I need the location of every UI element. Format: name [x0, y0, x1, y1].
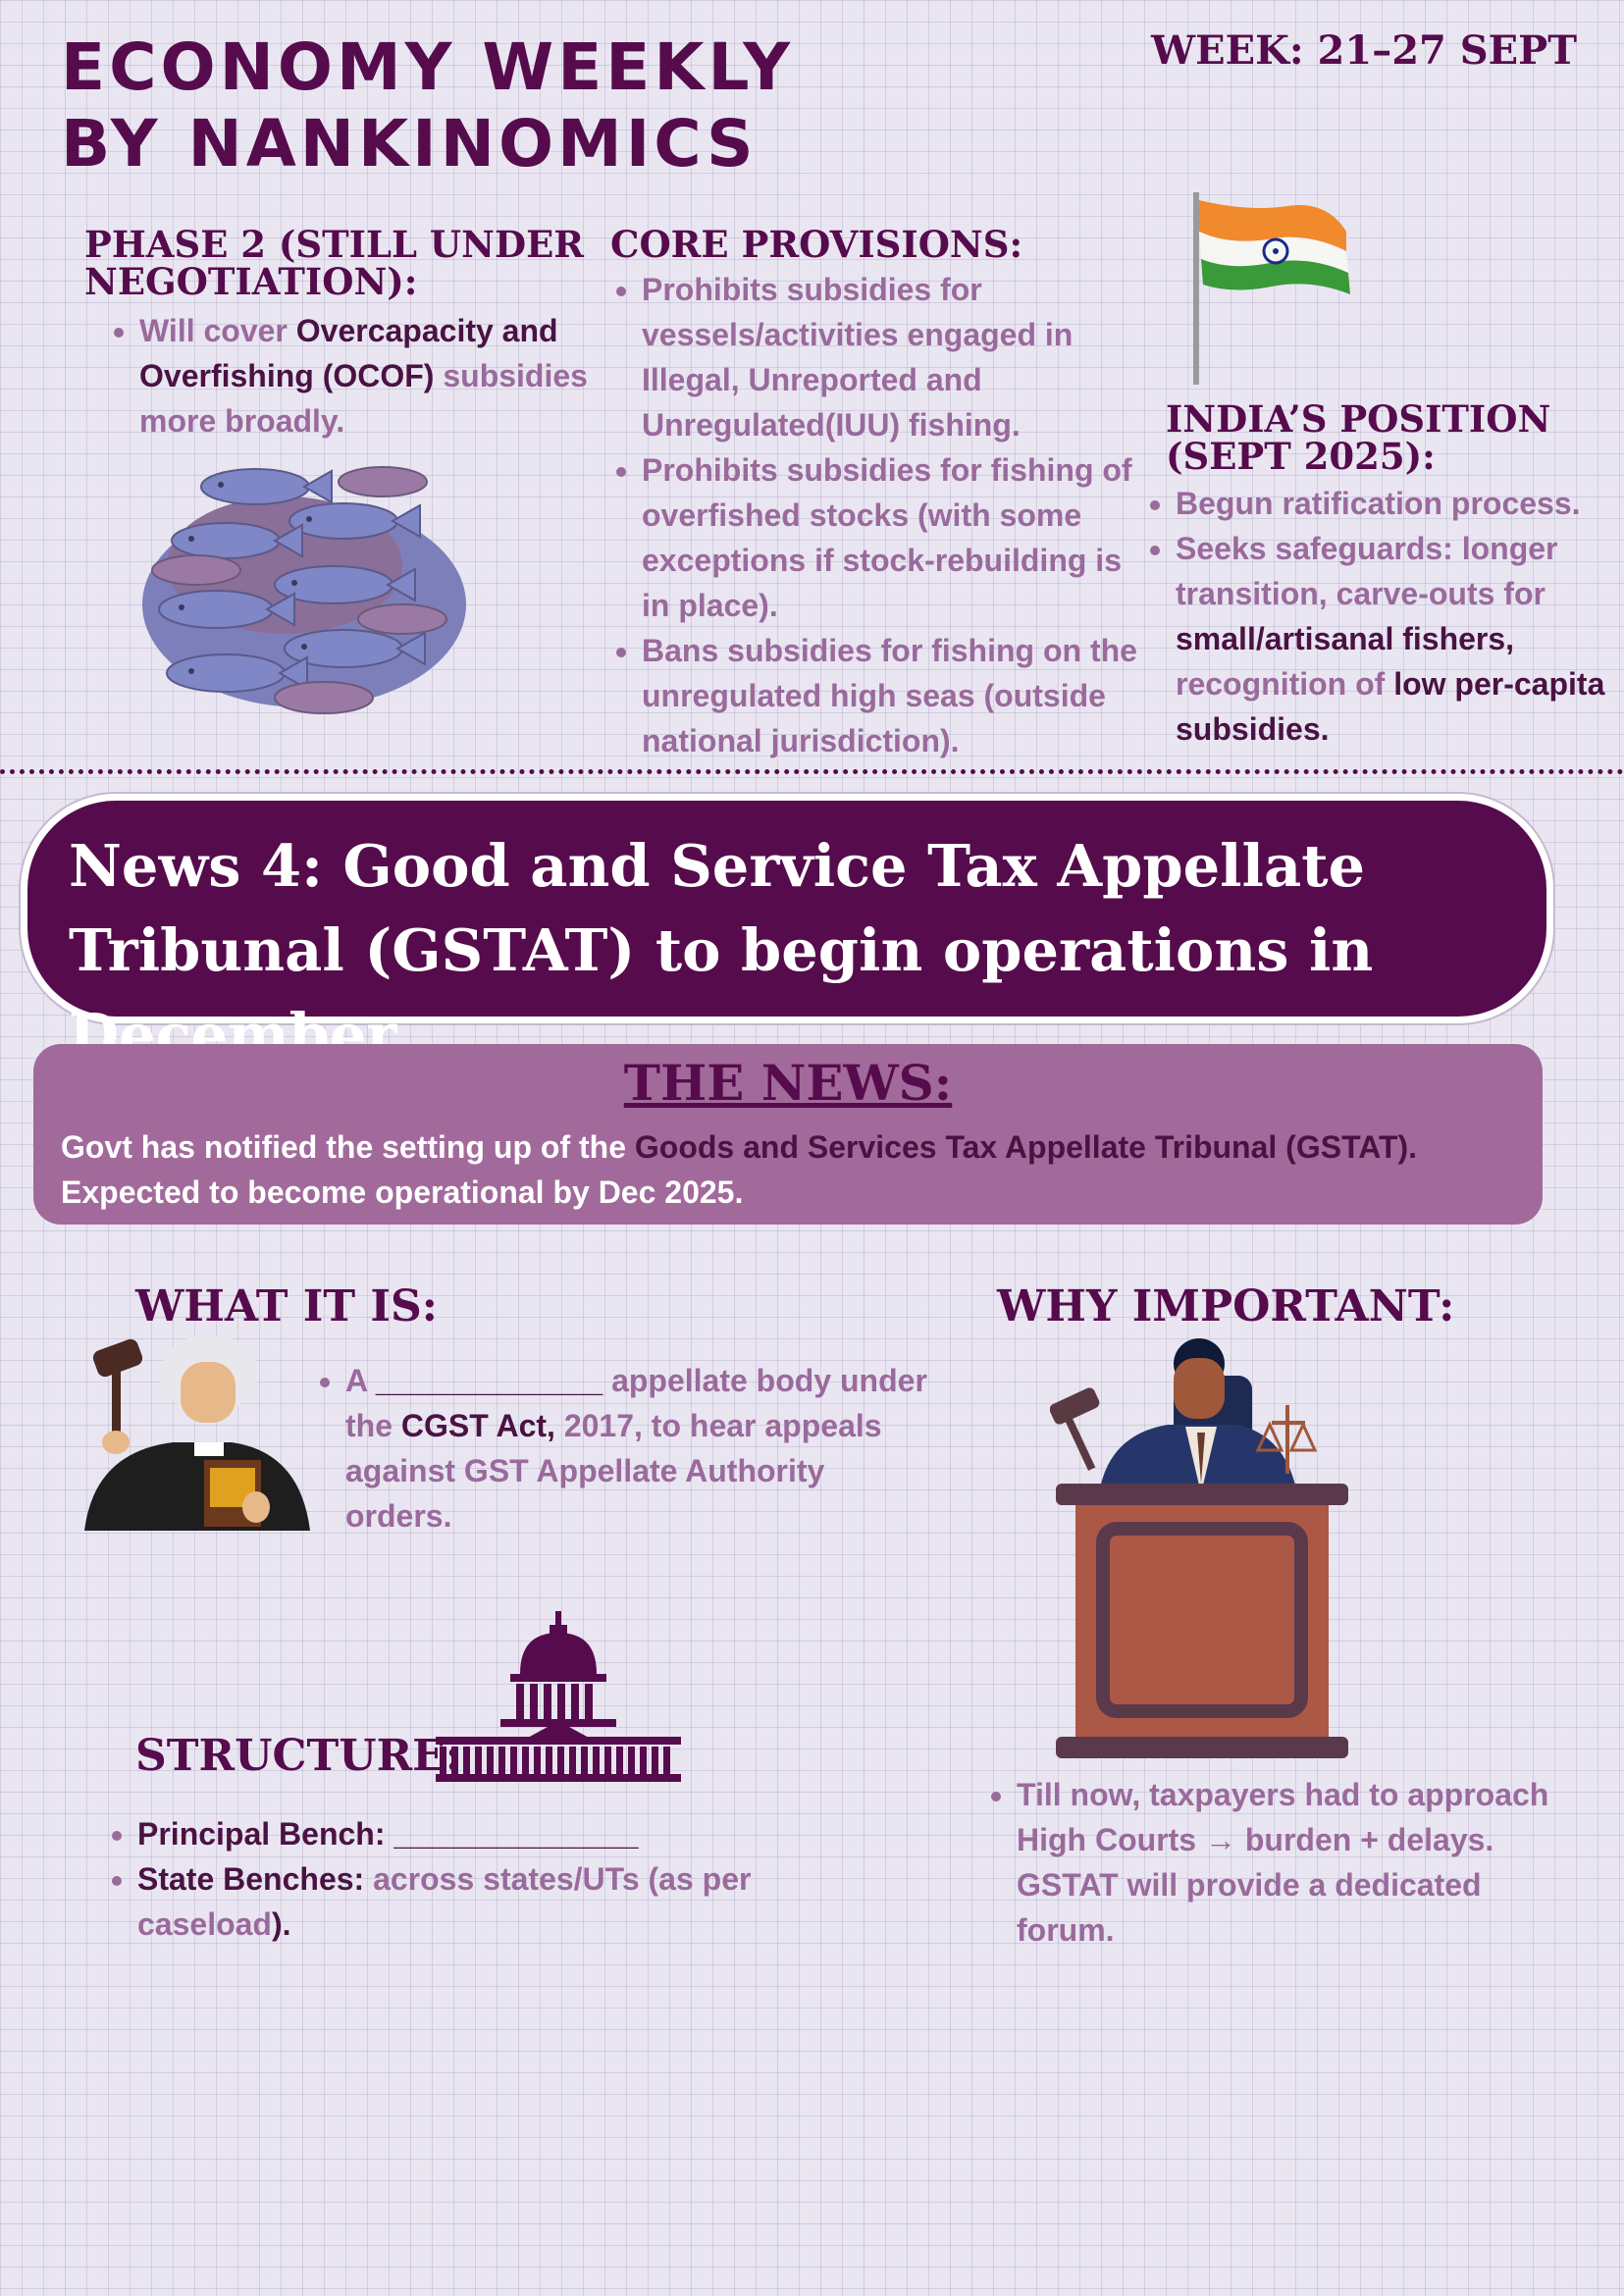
why-important-bullet: Till now, taxpayers had to approach High…: [1017, 1772, 1566, 1953]
section-divider: [0, 769, 1624, 774]
news-text-prefix: Govt has notified the setting up of the: [61, 1129, 635, 1165]
why-important-list: Till now, taxpayers had to approach High…: [973, 1772, 1566, 1953]
structure-principal-blank: ______________: [393, 1816, 639, 1852]
what-it-is-suffix: 2017, to hear appeals against GST Appell…: [345, 1408, 882, 1534]
what-it-is-blank: _____________: [375, 1363, 603, 1398]
phase2-bullet-highlight: Overcapacity and Overfishing (OCOF): [139, 313, 558, 393]
structure-principal-label: Principal Bench:: [137, 1816, 394, 1852]
india-title-line-1: INDIA’S POSITION: [1166, 397, 1551, 441]
phase2-bullet-suffix: subsidies more broadly.: [139, 358, 588, 439]
india-title-line-2: (SEPT 2025):: [1166, 435, 1436, 478]
india-bullet-2-prefix: Seeks safeguards: longer transition, car…: [1176, 531, 1558, 611]
why-important-title: WHY IMPORTANT:: [997, 1281, 1455, 1331]
judge-podium-icon: [1050, 1336, 1354, 1760]
structure-state-label: State Benches:: [137, 1861, 365, 1897]
fish-pile-icon: [137, 447, 471, 722]
phase2-title: PHASE 2 (STILL UNDER NEGOTIATION):: [84, 226, 584, 300]
what-it-is-after-blank: appellate body under the: [345, 1363, 927, 1443]
news-text-line-2: Expected to become operational by Dec 20…: [61, 1174, 744, 1210]
phase2-bullet: Will cover Overcapacity and Overfishing …: [139, 308, 650, 444]
phase2-title-line-2: NEGOTIATION):: [84, 260, 418, 303]
india-bullet-2-mid: recognition of: [1176, 666, 1394, 702]
brand-line-1: ECONOMY WEEKLY: [61, 29, 795, 105]
core-bullet-3: Bans subsidies for fishing on the unregu…: [642, 628, 1152, 763]
india-title: INDIA’S POSITION (SEPT 2025):: [1166, 400, 1550, 475]
india-flag-icon: [1189, 192, 1361, 389]
structure-bullet-state: State Benches: across states/UTs (as per…: [137, 1856, 883, 1947]
news-title: News 4: Good and Service Tax Appellate T…: [69, 832, 1374, 1069]
parliament-icon: [436, 1611, 681, 1784]
news-banner: [27, 801, 1546, 1017]
structure-list: Principal Bench: ______________ State Be…: [94, 1811, 883, 1947]
phase2-bullet-prefix: Will cover: [139, 313, 296, 348]
core-title: CORE PROVISIONS:: [610, 223, 1023, 266]
news-text: Govt has notified the setting up of the …: [61, 1124, 1523, 1215]
india-bullet-2-highlight-2: low per-capita subsidies.: [1176, 666, 1605, 747]
what-it-is-list: A _____________ appellate body under the…: [302, 1358, 934, 1539]
structure-title: STRUCTURE:: [135, 1731, 461, 1781]
news-heading: THE NEWS:: [623, 1054, 953, 1112]
structure-state-text: across states/UTs (as per caseload: [137, 1861, 752, 1942]
structure-state-end: ).: [271, 1906, 291, 1942]
core-bullet-2: Prohibits subsidies for fishing of overf…: [642, 447, 1152, 628]
brand-line-2: BY NANKINOMICS: [61, 106, 758, 182]
news-text-highlight: Goods and Services Tax Appellate Tribuna…: [634, 1129, 1418, 1165]
india-bullet-1: Begun ratification process.: [1176, 481, 1624, 526]
what-it-is-title: WHAT IT IS:: [135, 1281, 439, 1331]
what-it-is-highlight: CGST Act,: [400, 1408, 555, 1443]
core-list: Prohibits subsidies for vessels/activiti…: [599, 267, 1152, 763]
india-list: Begun ratification process. Seeks safegu…: [1132, 481, 1624, 752]
phase2-list: Will cover Overcapacity and Overfishing …: [96, 308, 650, 444]
core-bullet-1: Prohibits subsidies for vessels/activiti…: [642, 267, 1152, 447]
phase2-title-line-1: PHASE 2 (STILL UNDER: [84, 223, 585, 266]
what-it-is-prefix: A: [345, 1363, 376, 1398]
week-label: WEEK: 21–27 SEPT: [1151, 27, 1577, 74]
what-it-is-bullet: A _____________ appellate body under the…: [345, 1358, 934, 1539]
india-bullet-2: Seeks safeguards: longer transition, car…: [1176, 526, 1624, 752]
india-bullet-2-highlight-1: small/artisanal fishers,: [1176, 621, 1515, 656]
brand-title: ECONOMY WEEKLY BY NANKINOMICS: [61, 29, 794, 183]
judge-icon: [84, 1334, 315, 1536]
structure-bullet-principal: Principal Bench: ______________: [137, 1811, 883, 1856]
news-box: [33, 1044, 1543, 1225]
